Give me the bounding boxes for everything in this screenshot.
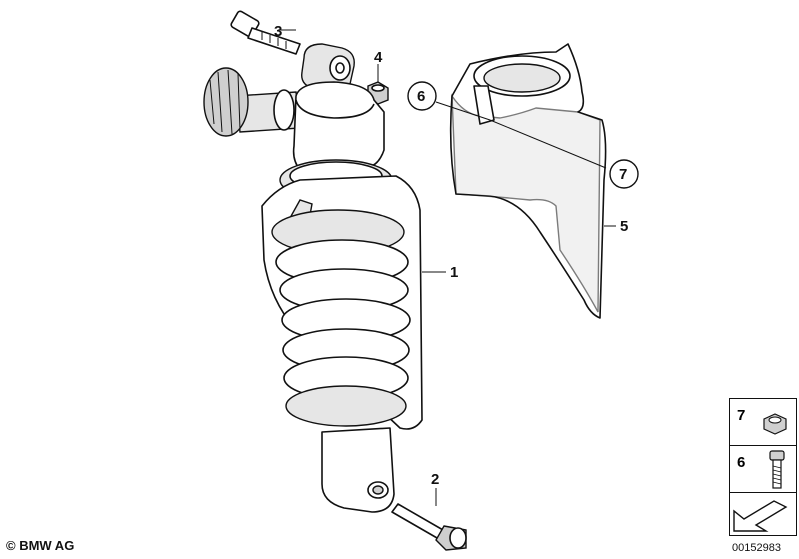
document-number: 00152983 [732, 542, 781, 554]
callout-7-circle: 7 [609, 159, 639, 189]
legend-number-bottom: 6 [737, 454, 746, 471]
leader-lines [278, 29, 616, 506]
callout-3: 3 [274, 23, 282, 40]
callout-6-circle: 6 [407, 81, 437, 111]
lower-eye [321, 427, 395, 513]
callout-2: 2 [431, 471, 439, 488]
legend-number-top: 7 [737, 407, 746, 424]
preload-adjuster-knob [203, 67, 301, 137]
bolt-part-2 [391, 503, 467, 551]
nut-icon [763, 413, 787, 435]
callout-6: 6 [417, 88, 425, 105]
callout-4: 4 [374, 49, 383, 66]
callout-5: 5 [620, 218, 628, 235]
legend-cell-nut: 7 [729, 398, 797, 446]
parts-legend: 7 6 [729, 398, 799, 538]
bolt-icon [769, 450, 785, 489]
direction-arrow-icon [733, 500, 788, 532]
cover-part-5 [449, 43, 607, 319]
legend-cell-bolt: 6 [729, 445, 797, 493]
legend-cell-arrow [729, 492, 797, 536]
callout-7: 7 [619, 166, 627, 183]
bolt-part-3 [230, 10, 301, 55]
spring-strut-part-1 [261, 175, 423, 430]
callout-1: 1 [450, 264, 458, 281]
copyright-text: © BMW AG [6, 538, 75, 553]
